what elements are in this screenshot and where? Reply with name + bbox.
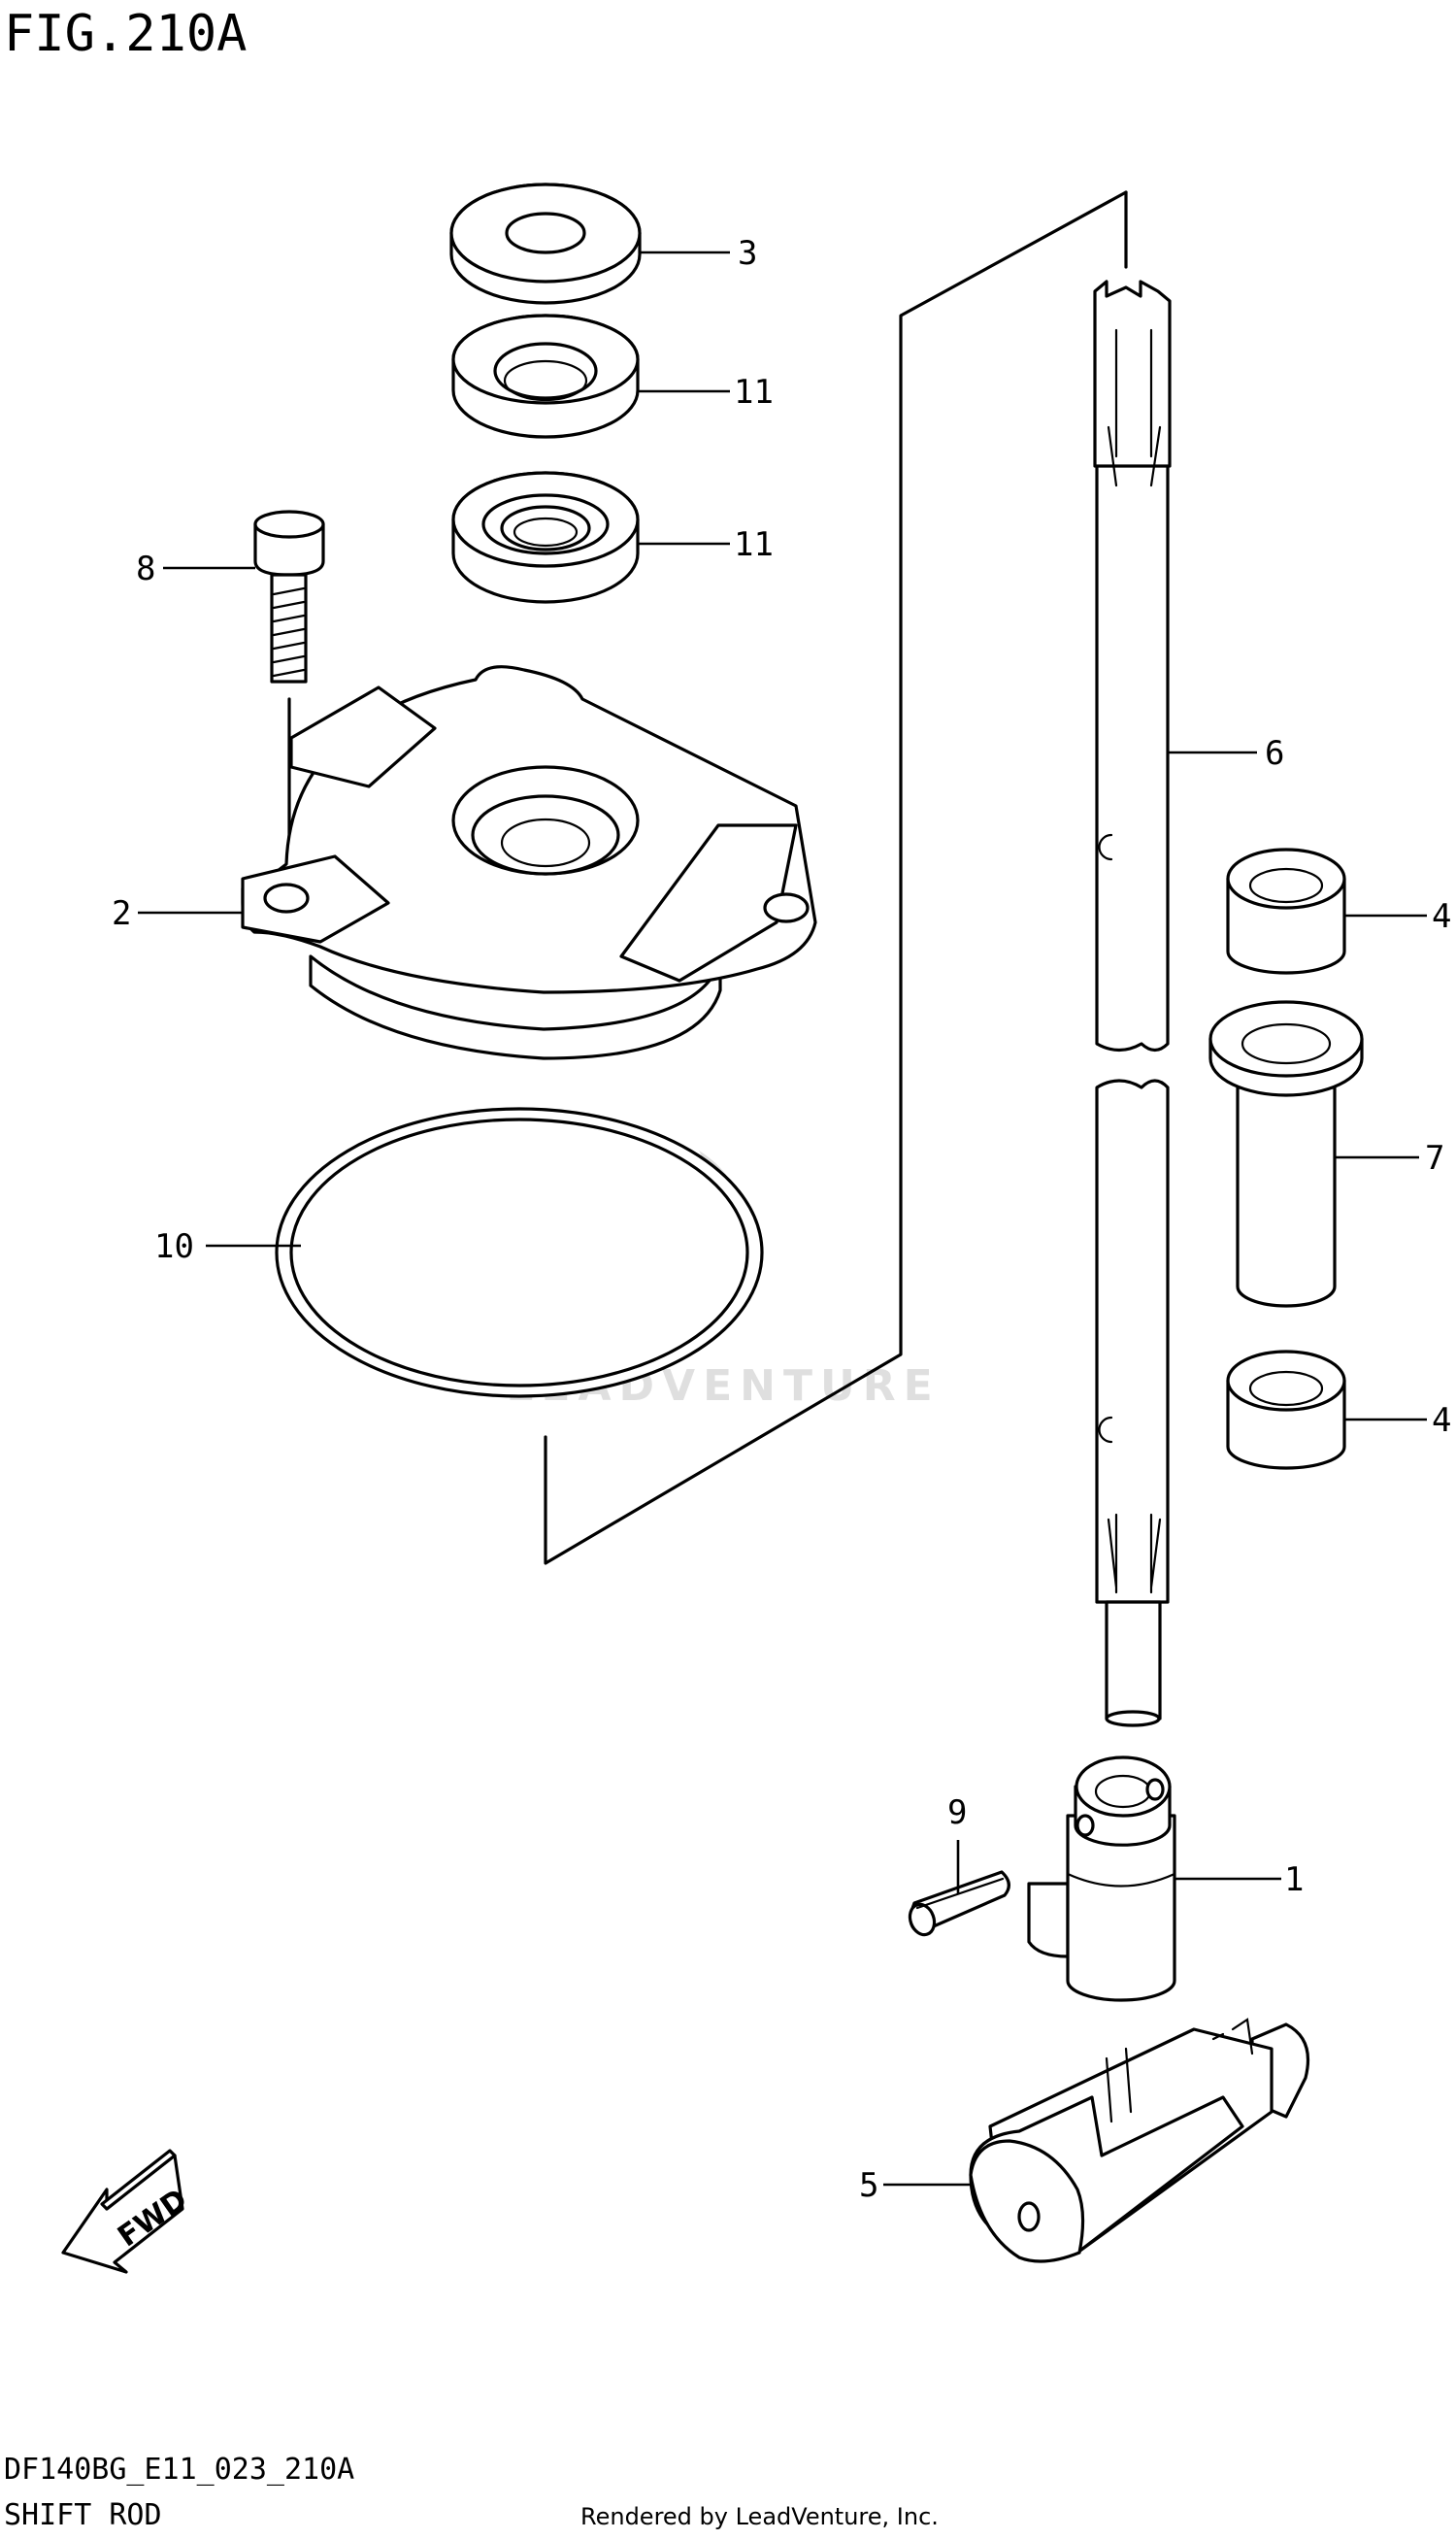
shift-cam-part-5	[883, 2018, 1310, 2263]
shift-rod-part-6	[1093, 280, 1257, 1727]
callout-6: 6	[1265, 734, 1284, 773]
callout-8: 8	[136, 550, 155, 588]
callout-1: 1	[1284, 1860, 1304, 1899]
pin-part-9	[908, 1840, 1010, 1937]
o-ring-part-10	[206, 1107, 764, 1398]
oil-seal-part-11-upper	[451, 314, 730, 439]
callout-11-upper: 11	[734, 373, 774, 412]
render-credit: Rendered by LeadVenture, Inc.	[580, 2503, 939, 2530]
figure-title: FIG.210A	[4, 5, 247, 63]
housing-bracket-line	[544, 190, 1128, 1565]
callout-9: 9	[947, 1793, 967, 1832]
callout-5: 5	[859, 2166, 878, 2205]
oil-seal-part-11-lower	[451, 471, 730, 604]
fwd-direction-arrow: FWD	[61, 2149, 193, 2274]
bushing-part-4-lower	[1226, 1350, 1427, 1470]
callout-labels: 3 11 11 8 2 10 6 4 7 4 9 1 5	[112, 234, 1451, 2205]
callout-7: 7	[1425, 1139, 1444, 1178]
callout-3: 3	[738, 234, 757, 273]
callout-4-upper: 4	[1432, 897, 1451, 936]
callout-4-lower: 4	[1432, 1401, 1451, 1440]
callout-10: 10	[154, 1227, 194, 1266]
bushing-part-4-upper	[1226, 848, 1427, 975]
callout-11-lower: 11	[734, 525, 774, 564]
washer-part-3	[449, 183, 730, 305]
flanged-bushing-part-7	[1208, 1000, 1419, 1308]
shift-cover-part-2	[138, 665, 817, 1060]
section-name: SHIFT ROD	[4, 2498, 162, 2532]
callout-2: 2	[112, 894, 131, 933]
diagram-code: DF140BG_E11_023_210A	[4, 2453, 354, 2487]
shift-joint-part-1	[1027, 1755, 1281, 2002]
